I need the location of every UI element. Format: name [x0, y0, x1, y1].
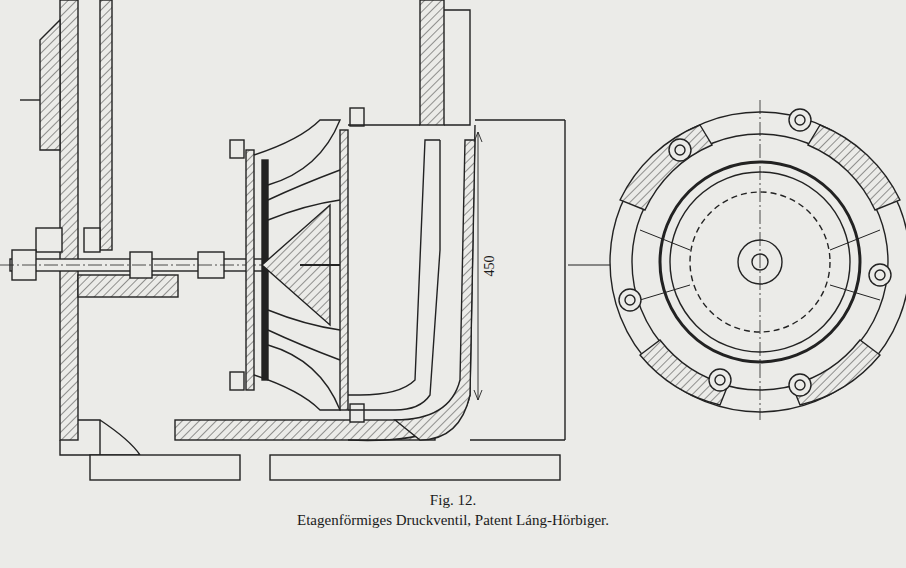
figure-number: Fig. 12. [430, 491, 476, 509]
figure-caption: Etagenförmiges Druckventil, Patent Láng-… [297, 511, 609, 529]
dimension-label: 450 [482, 254, 499, 279]
